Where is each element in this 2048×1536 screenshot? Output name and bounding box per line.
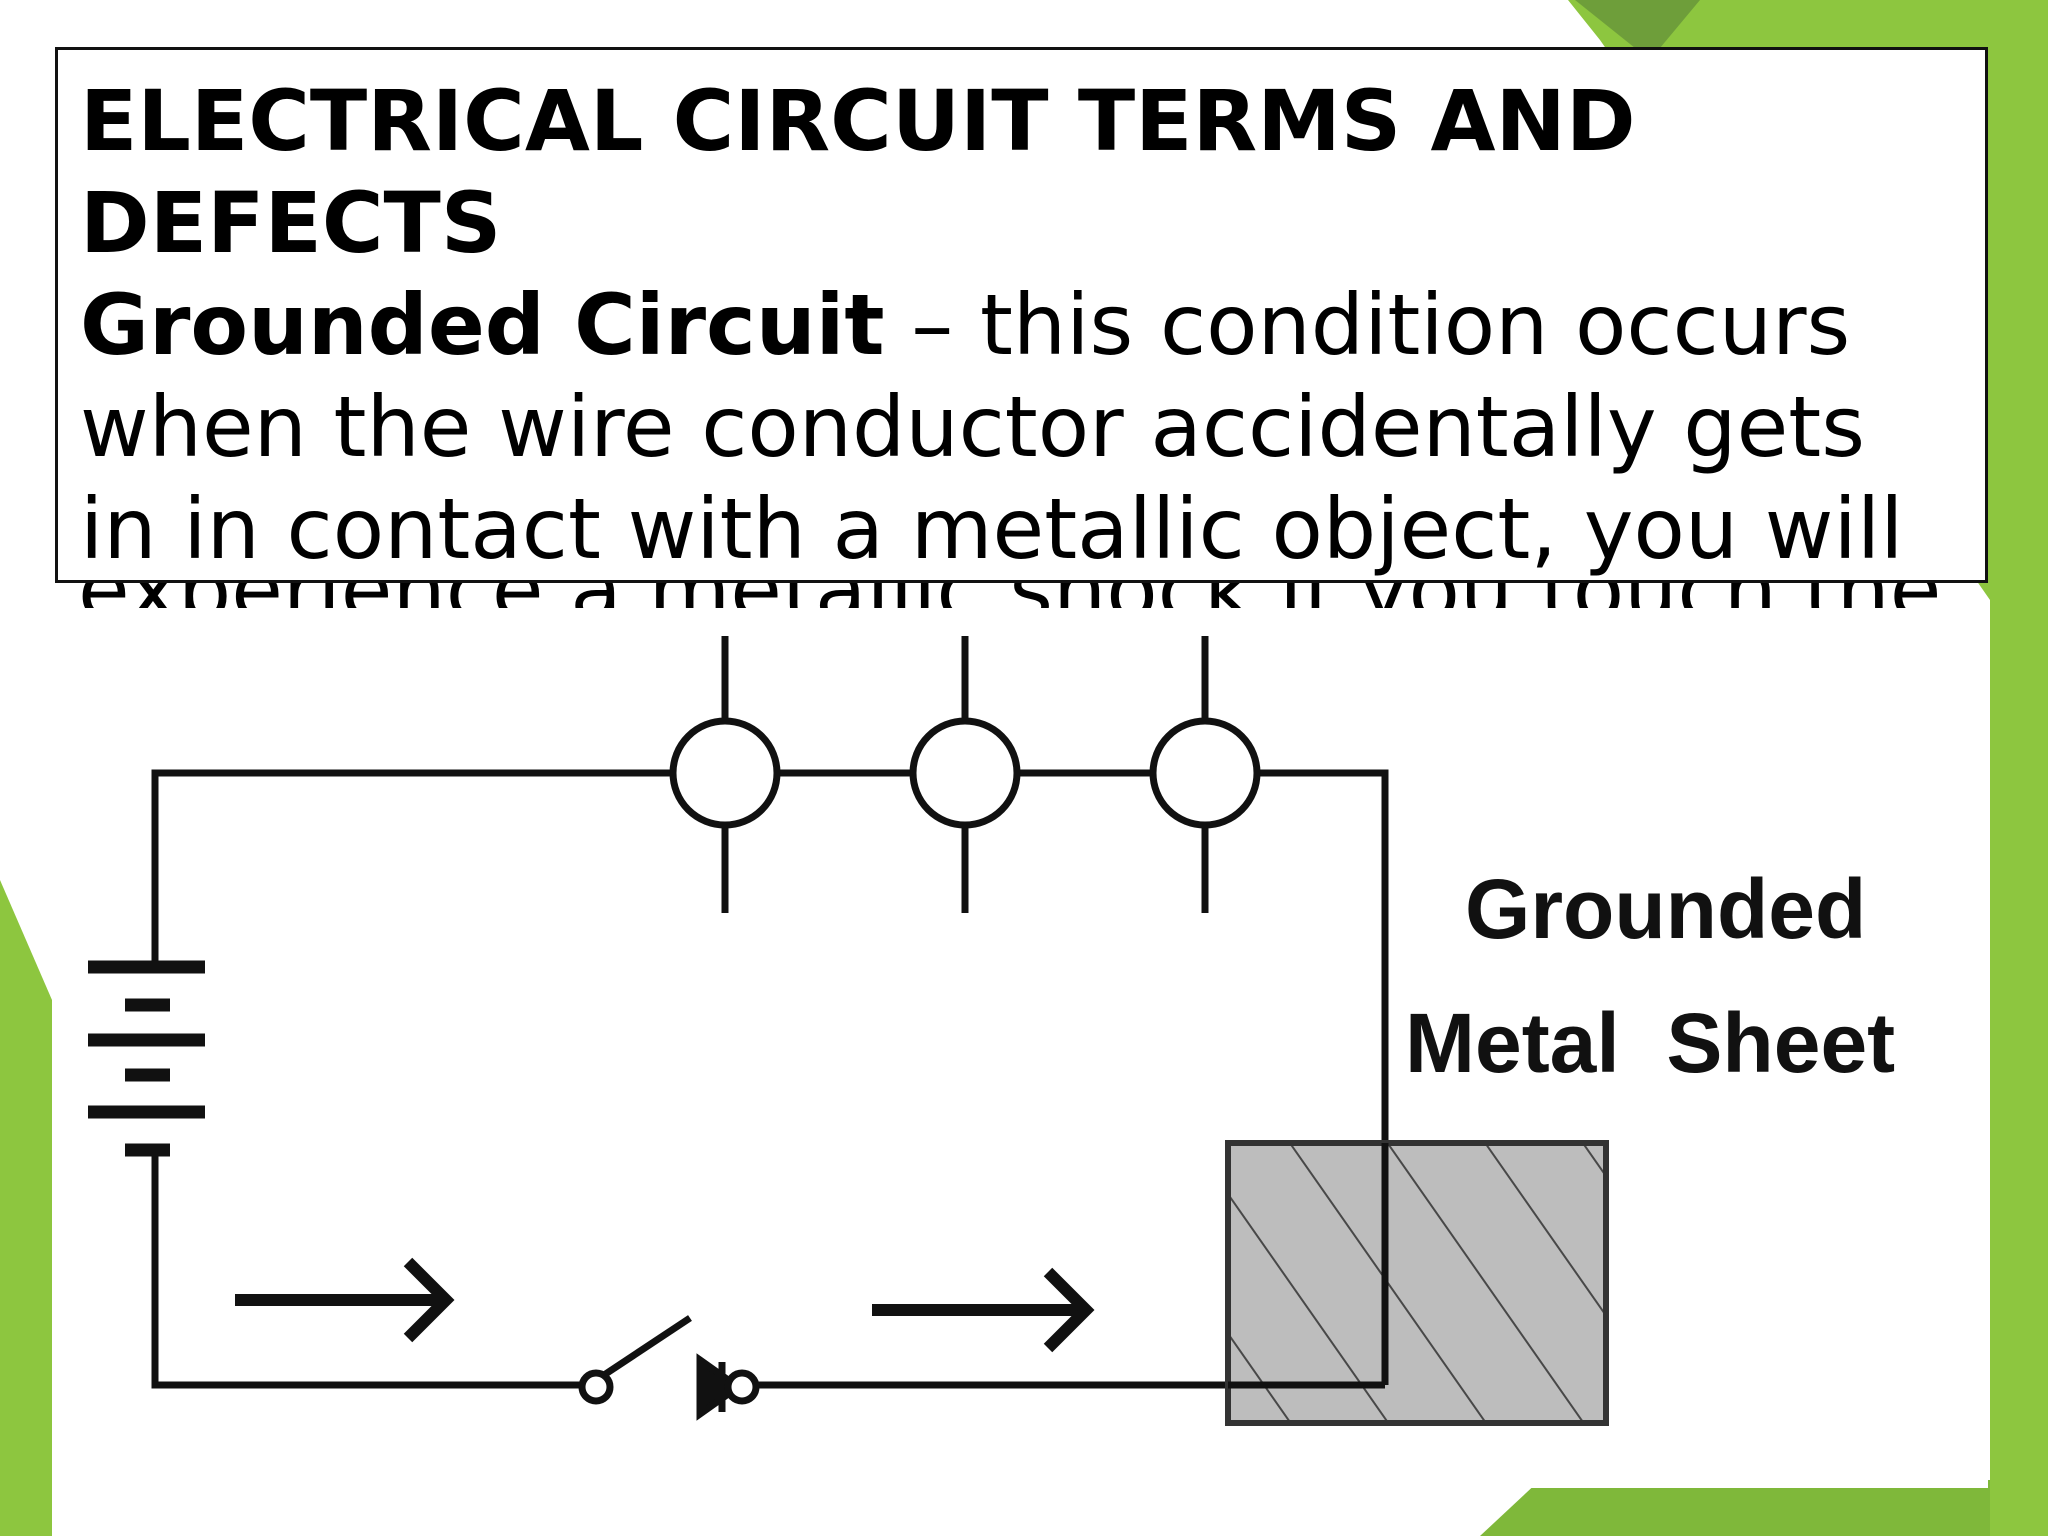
- switch-symbol: [578, 1315, 760, 1421]
- green-accent-bottom-right: [1480, 1480, 1990, 1536]
- current-arrow-left: [235, 1257, 455, 1343]
- title-text-box: ELECTRICAL CIRCUIT TERMS AND DEFECTS Gro…: [55, 47, 1988, 583]
- grounded-metal-sheet: [1225, 1140, 1609, 1426]
- lamp-3: [1149, 636, 1261, 913]
- battery-symbol: [88, 960, 205, 1157]
- diagram-panel: [52, 608, 1988, 1488]
- dark-green-accent-top-right: [1575, 0, 1700, 60]
- diagram-label-grounded: Grounded: [1465, 862, 1866, 956]
- current-arrow-right: [872, 1267, 1095, 1353]
- lamp-2: [909, 636, 1021, 913]
- term-grounded-circuit: Grounded Circuit: [80, 276, 885, 374]
- bottom-wire-left: [151, 1146, 586, 1389]
- slide-title: ELECTRICAL CIRCUIT TERMS AND DEFECTS: [80, 72, 1636, 272]
- diagram-label-metal-sheet: Metal Sheet: [1405, 996, 1895, 1090]
- top-wire: [151, 769, 676, 964]
- green-accent-left: [0, 880, 52, 1536]
- slide-body: Grounded Circuit – this condition occurs…: [80, 274, 1965, 580]
- definition-text: – this condition occurs when the wire co…: [80, 276, 1904, 578]
- lamp-1: [669, 636, 781, 913]
